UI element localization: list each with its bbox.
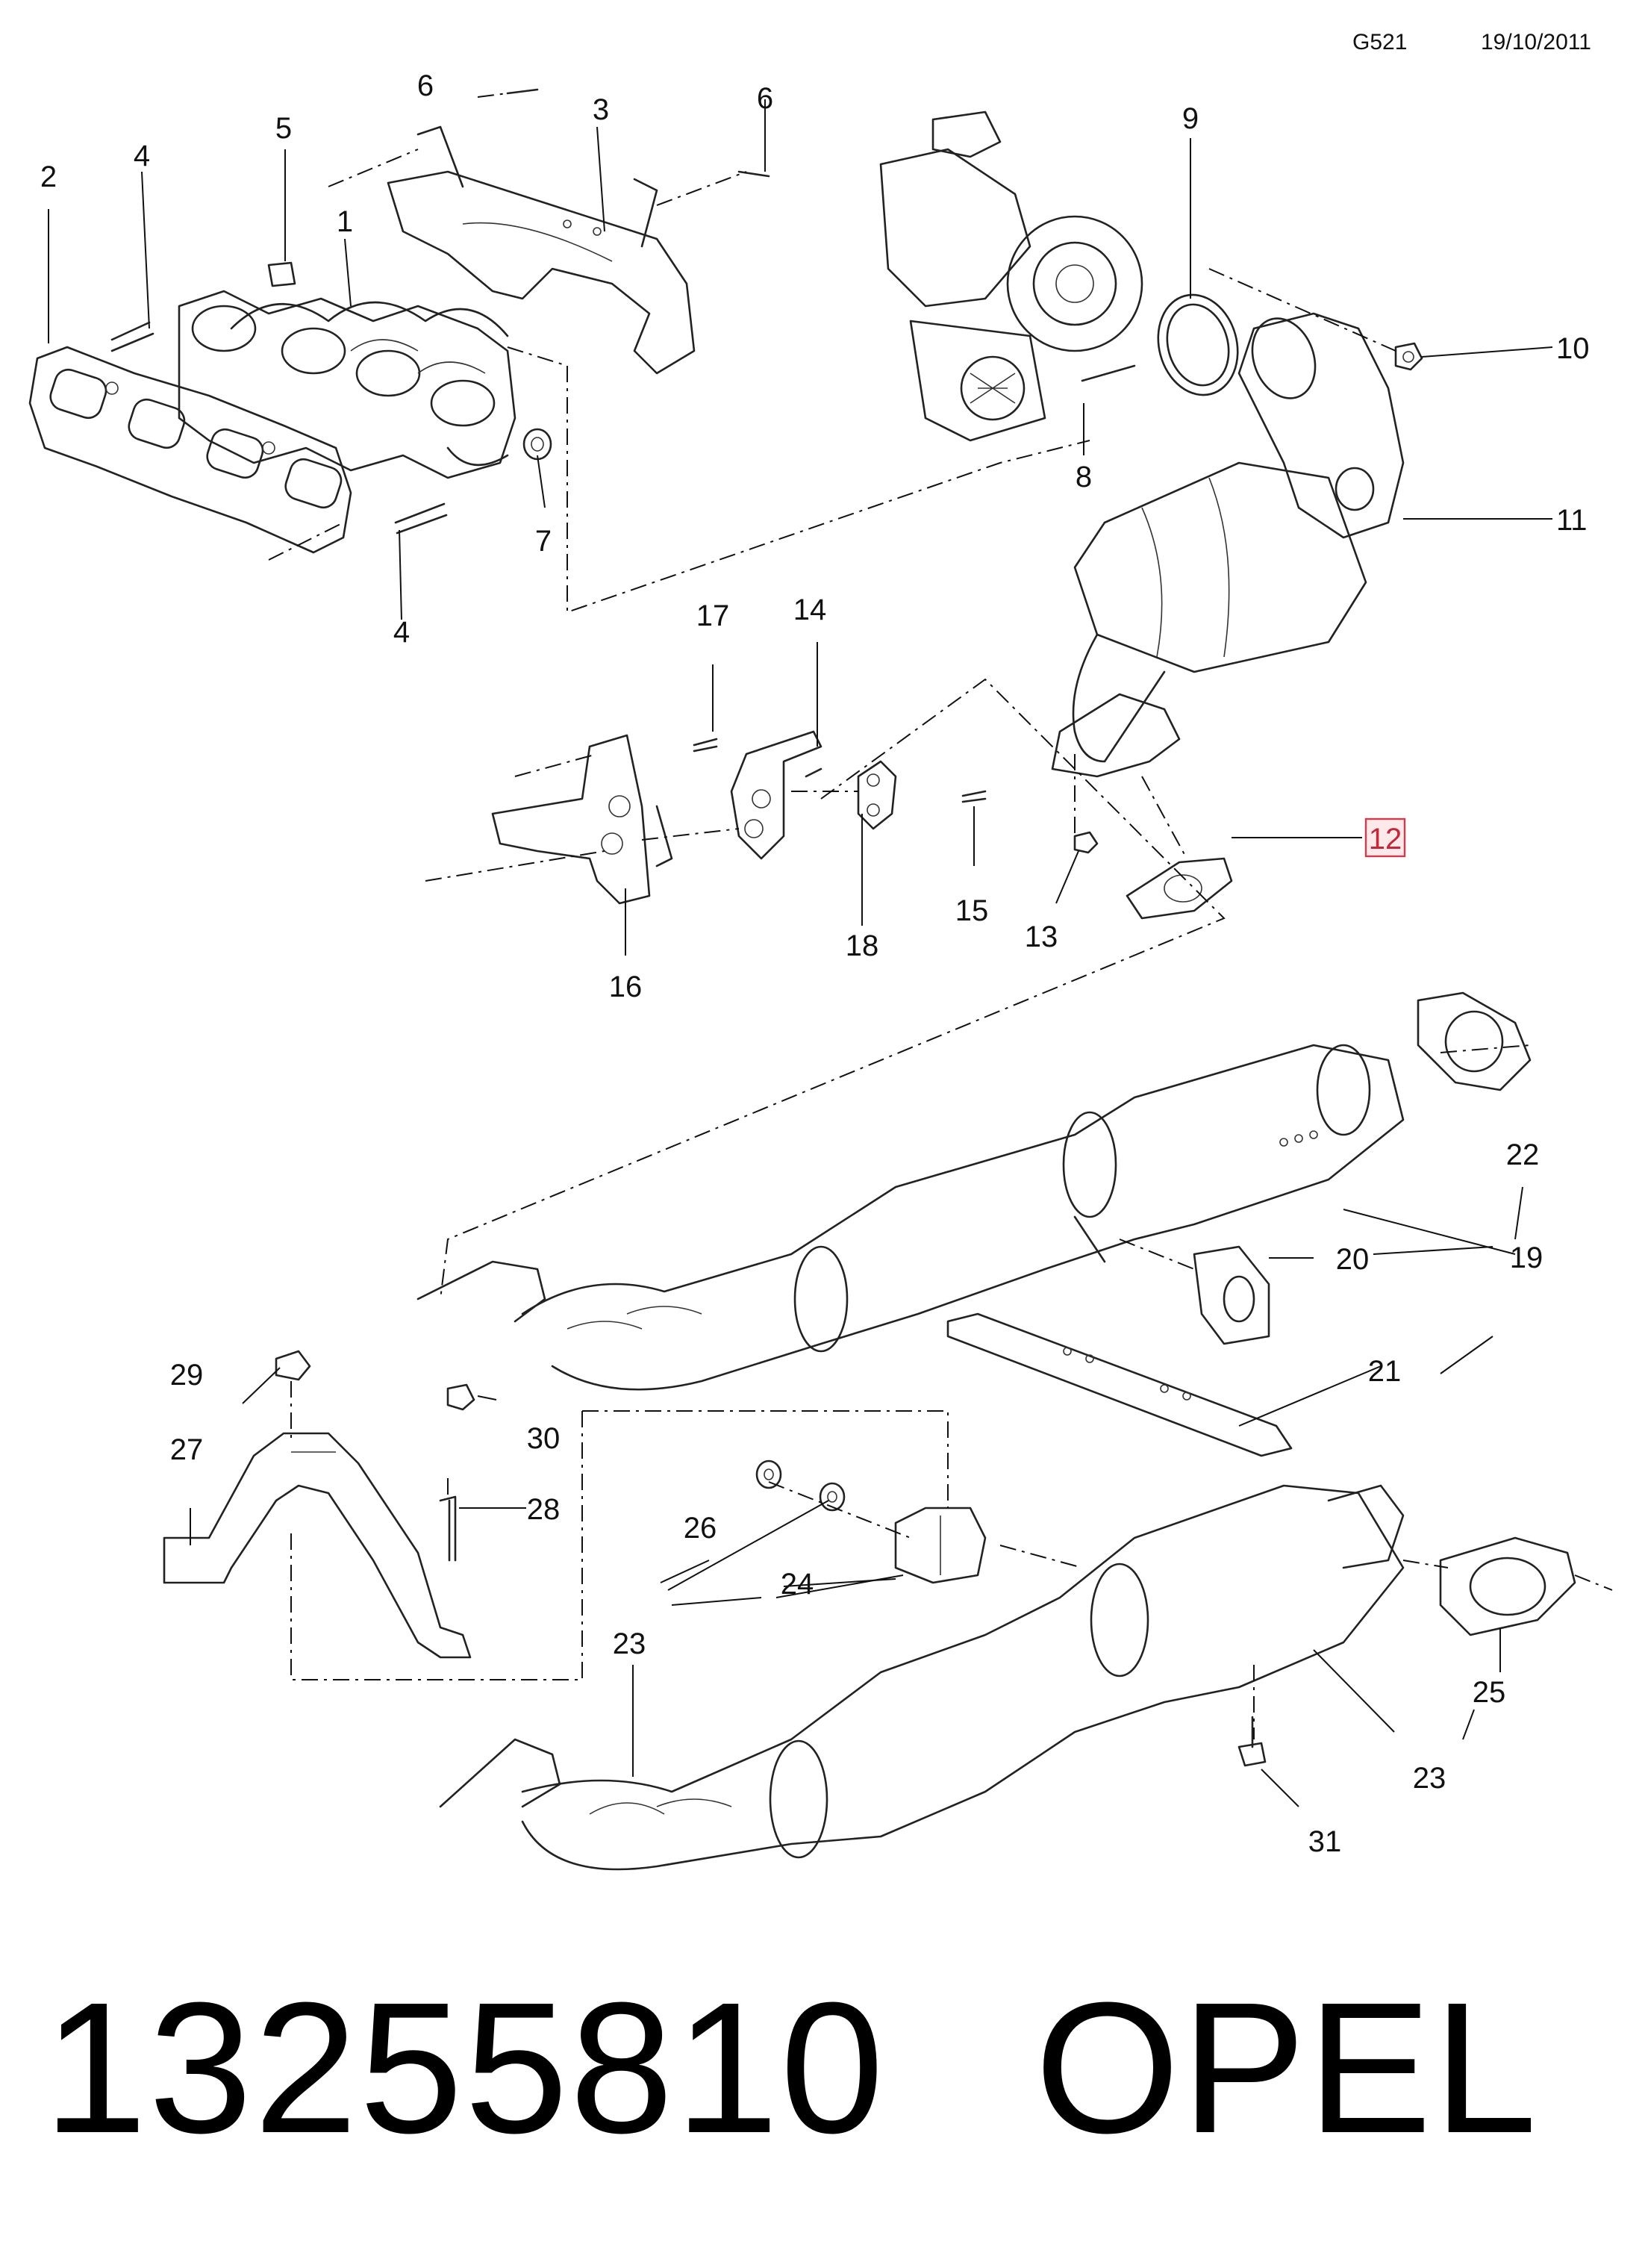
catalytic-converter [1051,312,1405,778]
callout-3[interactable]: 3 [593,93,609,126]
callout-10[interactable]: 10 [1556,332,1590,365]
gasket-18 [857,760,897,830]
bracket-16 [491,734,673,905]
callout-17[interactable]: 17 [696,599,730,632]
callout-24[interactable]: 24 [781,1568,814,1601]
part-number: 13255810 [43,1963,886,2172]
callout-5[interactable]: 5 [275,112,292,145]
rubber-mount-24 [894,1507,987,1584]
washers-26 [755,1459,846,1512]
strap-bracket-27 [163,1432,472,1659]
callout-23-right[interactable]: 23 [1413,1762,1446,1795]
callout-13[interactable]: 13 [1025,920,1058,953]
exhaust-manifold [178,290,516,479]
flange-gasket-25 [1439,1536,1576,1636]
callout-6-left[interactable]: 6 [417,69,434,102]
callout-18[interactable]: 18 [846,929,879,962]
callout-19[interactable]: 19 [1510,1242,1543,1274]
callout-7[interactable]: 7 [535,525,552,558]
guide-lines [268,93,1613,1739]
heat-shield [387,88,770,375]
bolts-15-17 [693,738,987,803]
callout-16[interactable]: 16 [609,971,643,1003]
callout-1[interactable]: 1 [337,205,353,238]
rubber-mount-20 [1193,1245,1270,1345]
callout-4-top[interactable]: 4 [134,140,150,172]
callout-6-right[interactable]: 6 [757,82,773,115]
nut-30 [446,1383,475,1411]
cat-gasket [1126,857,1233,920]
fasteners-lower [275,1350,1267,1767]
callout-28[interactable]: 28 [527,1493,561,1526]
callout-30[interactable]: 30 [527,1422,561,1455]
callout-8[interactable]: 8 [1076,461,1092,493]
manifold-studs [110,261,552,535]
callout-25[interactable]: 25 [1473,1676,1506,1709]
callout-14[interactable]: 14 [793,594,827,626]
callout-20[interactable]: 20 [1336,1243,1370,1276]
diagram-code: G521 [1352,30,1407,54]
callout-12[interactable]: 12 [1369,823,1402,856]
rear-exhaust-pipe [439,1484,1405,1871]
manifold-gasket [28,346,352,554]
callout-11[interactable]: 11 [1556,504,1588,537]
callout-9[interactable]: 9 [1182,102,1199,135]
diagram-date: 19/10/2011 [1481,30,1591,54]
callout-29[interactable]: 29 [170,1359,204,1392]
callout-12-highlight [1364,817,1406,858]
exhaust-system-diagram: G521 19/10/2011 [28,30,1613,1871]
callout-labels: 1 2 3 4 4 5 6 6 7 8 9 10 11 12 13 14 15 … [40,69,1590,1858]
callout-2[interactable]: 2 [40,161,57,193]
callout-23-left[interactable]: 23 [613,1627,646,1660]
bracket-14 [730,730,822,860]
footer-part-info: 13255810 OPEL [43,1963,1611,2172]
callout-22[interactable]: 22 [1506,1138,1540,1171]
callout-21[interactable]: 21 [1368,1355,1402,1388]
callout-31[interactable]: 31 [1308,1825,1342,1858]
callout-26[interactable]: 26 [684,1512,717,1545]
callout-4-bottom[interactable]: 4 [393,616,410,649]
nut-13 [1073,831,1099,854]
heat-shield-bar-21 [946,1312,1293,1457]
turbocharger [879,110,1143,442]
turbo-gasket [1157,293,1239,396]
front-exhaust-pipe [416,1044,1405,1391]
callout-27[interactable]: 27 [170,1433,204,1466]
flange-gasket-22 [1417,991,1532,1091]
nut-10 [1394,342,1423,371]
leader-lines [48,99,1553,1807]
brand-name: OPEL [1034,1963,1539,2172]
callout-15[interactable]: 15 [955,894,989,927]
